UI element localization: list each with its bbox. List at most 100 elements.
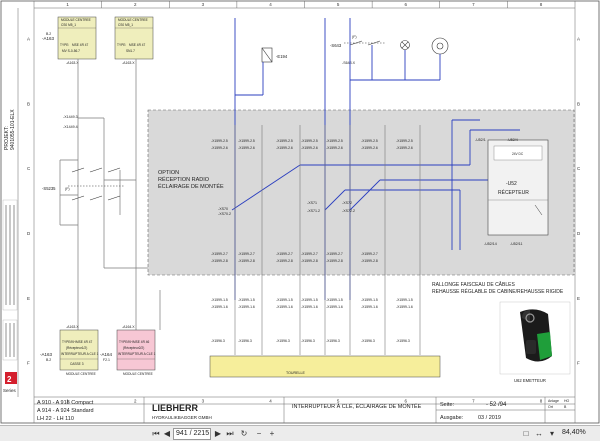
row-letter-left: E xyxy=(27,296,30,301)
connector-label: -X1599-1.5 xyxy=(238,298,255,302)
row-letter-left: B xyxy=(27,101,30,106)
series-logo-text: Series xyxy=(3,388,17,393)
zoom-dropdown-icon[interactable]: ▾ xyxy=(549,429,554,438)
module-bottom-1-type-label: TYPE/KH xyxy=(62,340,76,344)
module-bottom-1[interactable]: TYPE/KH MSE 4R 47 (Récepteur1/2) INTERRU… xyxy=(59,329,99,371)
label-s643-sub: (F) xyxy=(352,35,357,39)
module-top-1[interactable]: MODULE CENTREE CS0 M5_1 TYPE: MSE 4R 47 … xyxy=(57,16,97,60)
connector-label: -X1599-2.8 xyxy=(301,259,318,263)
ausgabe-label: Ausgabe: xyxy=(440,415,464,421)
receiver-u52[interactable]: 24V DC -U52 RÉCEPTEUR xyxy=(487,139,549,236)
label-a164-bottom: -A164 xyxy=(100,352,113,357)
module-top-1-type-label: TYPE: xyxy=(60,43,69,47)
connector-label: -X1599-2.7 xyxy=(361,252,378,256)
first-page-button[interactable]: ⏮ xyxy=(152,429,160,438)
column-number-bottom: 5 xyxy=(337,399,340,404)
label-a163-x1: -A163.X xyxy=(66,61,79,65)
column-number: 4 xyxy=(269,2,272,7)
tourelle-bar xyxy=(209,355,441,378)
zoom-in-icon[interactable]: + xyxy=(269,429,275,438)
tourelle-label: TOURELLE xyxy=(286,371,306,375)
connector-label: -X1599-2.7 xyxy=(301,252,318,256)
connector-label: -X1599-2.5 xyxy=(361,139,378,143)
series-logo xyxy=(5,372,17,384)
next-page-button[interactable]: ▶ xyxy=(214,429,222,438)
module-bottom-1-type: MSE 4R 47 xyxy=(76,340,93,344)
connector-label: -X1599-1.6 xyxy=(211,305,228,309)
connector-label: -X1596.3 xyxy=(326,339,340,343)
option-label-2: RÉCEPTION RADIO xyxy=(158,176,210,183)
module-top-2-type: MSE 4R 47 xyxy=(129,43,146,47)
switch-s643[interactable] xyxy=(344,40,386,46)
connector-label: -X1596.3 xyxy=(238,339,252,343)
prev-page-button[interactable]: ◀ xyxy=(163,429,171,438)
column-number: 6 xyxy=(404,2,407,7)
receiver-title: -U52 xyxy=(506,181,517,187)
page-number-input[interactable]: 941 / 2215 xyxy=(173,428,211,440)
module-bottom-2-type: MSE 4R 46 xyxy=(133,340,150,344)
column-number-bottom: 8 xyxy=(540,399,543,404)
connector-label: -X1599-2.5 xyxy=(396,139,413,143)
lamp-e194[interactable] xyxy=(261,47,273,63)
label-a163-x2: -A163.X xyxy=(122,61,135,65)
label-xs71b: -XS71.2 xyxy=(307,209,320,213)
connector-label: -X1599-2.8 xyxy=(211,259,228,263)
fit-width-icon[interactable]: ↔ xyxy=(535,429,543,438)
connector-label: -X1599-2.8 xyxy=(238,259,255,263)
brand-sub: HYDRAULIKBAGGER GMBH xyxy=(152,415,212,420)
connector-label: -X1599-2.5 xyxy=(326,139,343,143)
label-a164-bottom-pin: F2.1 xyxy=(103,358,110,362)
connector-label: -X1599-1.6 xyxy=(276,305,293,309)
connector-label: -X1599-2.6 xyxy=(211,146,228,150)
zoom-out-icon[interactable]: − xyxy=(256,429,262,438)
switch-s5235[interactable] xyxy=(68,167,124,201)
fit-page-icon[interactable]: □ xyxy=(523,429,529,438)
lamp-symbol-icon xyxy=(400,40,410,50)
emitter-photo xyxy=(499,301,571,375)
anlage-value: HO xyxy=(564,399,570,403)
zoom-level: 84,40% xyxy=(562,429,586,436)
connector-label: -X1599-2.5 xyxy=(301,139,318,143)
column-number-bottom: 3 xyxy=(202,399,205,404)
label-a163-top-pin: B.2 xyxy=(46,32,51,36)
anlage-label: Anlage xyxy=(548,399,559,403)
refresh-icon[interactable]: ↻ xyxy=(240,429,248,438)
project-label: PROJEKT: xyxy=(4,126,10,150)
connector-label: -X1599-2.8 xyxy=(361,259,378,263)
column-number: 2 xyxy=(134,2,137,7)
module-top-2-type-label: TYPE: xyxy=(117,43,126,47)
seite-label: Seite: xyxy=(440,402,455,408)
label-a163-x3: -A163.X xyxy=(66,325,79,329)
connector-label: -X1599-2.7 xyxy=(238,252,255,256)
connector-label: -X1599-1.6 xyxy=(396,305,413,309)
label-s643: -S643 xyxy=(330,43,342,48)
last-page-button[interactable]: ⏭ xyxy=(226,429,234,438)
connector-label: -X1599-1.6 xyxy=(326,305,343,309)
cable-note-line1: RALLONGE FAISCEAU DE CÂBLES xyxy=(432,281,515,288)
connector-label: -X1599-2.5 xyxy=(276,139,293,143)
module-bottom-1-sub: (Récepteur1/2) xyxy=(66,346,87,350)
connector-labels: -X1599-2.5 -X1599-2.5 -X1599-2.5 -X1599-2.5… xyxy=(211,139,413,343)
connector-label: -X1596.3 xyxy=(211,339,225,343)
receiver-voltage: 24V DC xyxy=(512,152,524,156)
row-letter-left: D xyxy=(27,231,31,236)
connector-label: -X1596.3 xyxy=(301,339,315,343)
row-letter: C xyxy=(577,166,581,171)
module-top-2[interactable]: MODULE CENTREE CS0 M5_1 TYPE: MSE 4R 47 … xyxy=(114,16,154,60)
column-number: 5 xyxy=(337,2,340,7)
module-top-2-id: SN1.7 xyxy=(126,49,135,53)
column-number: 7 xyxy=(472,2,475,7)
connector-label: -X1599-1.5 xyxy=(326,298,343,302)
title-block: A 910 - A 918 Compact A 914 - A 924 Stan… xyxy=(37,397,575,423)
connector-label: -X1599-2.6 xyxy=(238,146,255,150)
connector-label: -X1599-1.6 xyxy=(361,305,378,309)
module-top-2-header: MODULE CENTREE xyxy=(118,18,148,22)
module-bottom-2[interactable]: TYPE/KH MSE 4R 46 (Récepteur2/2) INTERRU… xyxy=(116,329,156,371)
column-number: 8 xyxy=(540,2,543,7)
row-letter: F xyxy=(577,361,580,366)
label-xs70: -XS70 xyxy=(218,207,228,211)
label-s5235-sub: (F) xyxy=(65,187,70,191)
